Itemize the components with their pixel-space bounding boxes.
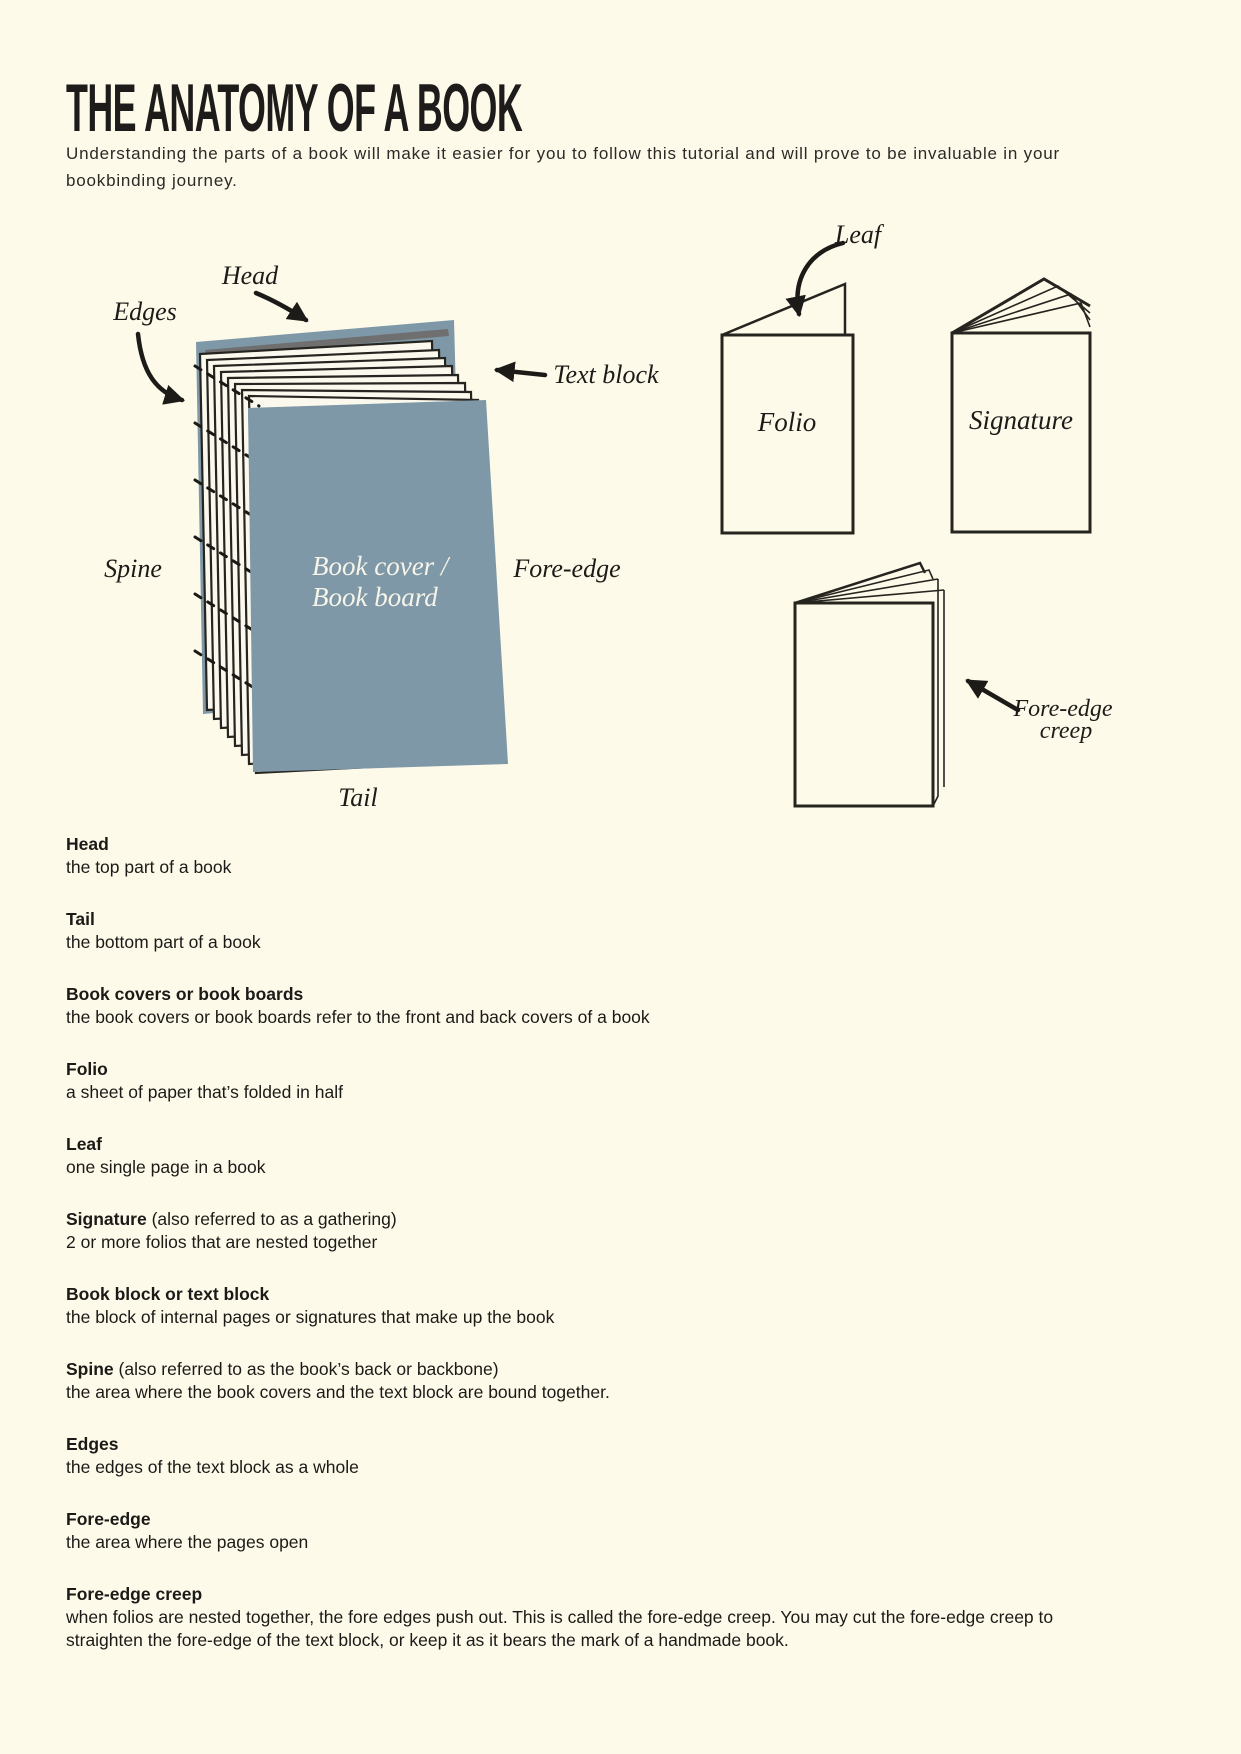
- text-block-arrow: [493, 361, 548, 383]
- term-suffix: (also referred to as the book’s back or …: [113, 1359, 499, 1379]
- front-cover: [248, 400, 508, 772]
- term-text: Fore-edge: [66, 1509, 151, 1529]
- signature-booklet: [950, 331, 1092, 534]
- edges-arrow: [135, 331, 185, 405]
- stitch-line: [193, 364, 261, 408]
- glossary-entry: Spine (also referred to as the book’s ba…: [66, 1358, 1196, 1404]
- glossary-term: Fore-edge creep: [66, 1583, 1196, 1606]
- glossary-definition: the area where the book covers and the t…: [66, 1382, 610, 1402]
- term-text: Tail: [66, 909, 95, 929]
- label-spine: Spine: [104, 554, 162, 583]
- stitch-line: [193, 535, 261, 579]
- glossary-definition: the top part of a book: [66, 857, 232, 877]
- glossary-entry: Tail the bottom part of a book: [66, 908, 1196, 954]
- label-creep-line2: creep: [1040, 718, 1092, 744]
- glossary-term: Head: [66, 833, 1196, 856]
- label-head: Head: [221, 261, 279, 290]
- glossary-definition: 2 or more folios that are nested togethe…: [66, 1232, 378, 1252]
- label-creep-line1: Fore-edge: [1012, 696, 1112, 722]
- glossary-term: Book covers or book boards: [66, 983, 1196, 1006]
- leaf-arrow: [785, 240, 846, 318]
- signature-fan-outer: [951, 277, 1091, 335]
- glossary-entry: Book covers or book boards the book cove…: [66, 983, 1196, 1029]
- term-text: Head: [66, 834, 109, 854]
- glossary-definition: the bottom part of a book: [66, 932, 261, 952]
- term-text: Folio: [66, 1059, 108, 1079]
- label-folio: Folio: [757, 407, 817, 437]
- glossary-definition: the edges of the text block as a whole: [66, 1457, 359, 1477]
- term-text: Edges: [66, 1434, 119, 1454]
- creep-fan-outer: [794, 561, 927, 605]
- label-text-block: Text block: [553, 360, 659, 389]
- term-text: Spine: [66, 1359, 114, 1379]
- stitch-line: [193, 649, 261, 693]
- glossary-term: Signature (also referred to as a gatheri…: [66, 1208, 1196, 1231]
- creep-page-edge: [932, 579, 939, 807]
- term-text: Fore-edge creep: [66, 1584, 203, 1604]
- page-subtitle: Understanding the parts of a book will m…: [66, 144, 1060, 191]
- stitch-line: [193, 421, 261, 465]
- creep-fan: [794, 589, 945, 604]
- term-suffix: (also referred to as a gathering): [146, 1209, 397, 1229]
- glossary-definition: when folios are nested together, the for…: [66, 1607, 1054, 1650]
- glossary-entry: Edges the edges of the text block as a w…: [66, 1433, 1196, 1479]
- signature-fan: [951, 293, 1091, 334]
- cover-label-line2: Book board: [312, 582, 438, 612]
- page-title: THE ANATOMY OF A BOOK: [66, 69, 523, 147]
- creep-booklet: [793, 601, 935, 808]
- term-text: Book block or text block: [66, 1284, 270, 1304]
- creep-fan: [794, 578, 939, 604]
- label-fore-edge: Fore-edge: [512, 554, 620, 583]
- stitch-line: [193, 478, 261, 522]
- glossary-term: Folio: [66, 1058, 1196, 1081]
- folio-leaf-flap: [721, 282, 847, 337]
- glossary-entry: Head the top part of a book: [66, 833, 1196, 879]
- head-arrow: [253, 290, 309, 323]
- glossary-entry: Signature (also referred to as a gatheri…: [66, 1208, 1196, 1254]
- label-signature: Signature: [969, 405, 1073, 435]
- glossary-term: Tail: [66, 908, 1196, 931]
- glossary-definition: one single page in a book: [66, 1157, 266, 1177]
- glossary-entry: Fore-edge creep when folios are nested t…: [66, 1583, 1196, 1652]
- glossary-entry: Leaf one single page in a book: [66, 1133, 1196, 1179]
- creep-arrow: [965, 678, 1021, 713]
- glossary-definition: the block of internal pages or signature…: [66, 1307, 555, 1327]
- glossary-term: Edges: [66, 1433, 1196, 1456]
- term-text: Book covers or book boards: [66, 984, 304, 1004]
- glossary-entry: Folio a sheet of paper that’s folded in …: [66, 1058, 1196, 1104]
- glossary-term: Spine (also referred to as the book’s ba…: [66, 1358, 1196, 1381]
- term-text: Leaf: [66, 1134, 102, 1154]
- cover-label-line1: Book cover /: [312, 551, 451, 581]
- term-text: Signature: [66, 1209, 147, 1229]
- signature-fan: [951, 302, 1091, 334]
- book-anatomy-diagram: Book cover / Book board Head Edges Text …: [104, 220, 1113, 812]
- label-tail: Tail: [338, 783, 378, 812]
- glossary-definition: the book covers or book boards refer to …: [66, 1007, 650, 1027]
- glossary-entry: Fore-edge the area where the pages open: [66, 1508, 1196, 1554]
- glossary-term: Leaf: [66, 1133, 1196, 1156]
- glossary: Head the top part of a book Tail the bot…: [66, 833, 1196, 1681]
- glossary-entry: Book block or text block the block of in…: [66, 1283, 1196, 1329]
- glossary-definition: the area where the pages open: [66, 1532, 309, 1552]
- glossary-term: Fore-edge: [66, 1508, 1196, 1531]
- creep-fan: [794, 569, 934, 604]
- label-edges: Edges: [112, 297, 177, 326]
- glossary-definition: a sheet of paper that’s folded in half: [66, 1082, 343, 1102]
- stitch-line: [193, 592, 261, 636]
- glossary-term: Book block or text block: [66, 1283, 1196, 1306]
